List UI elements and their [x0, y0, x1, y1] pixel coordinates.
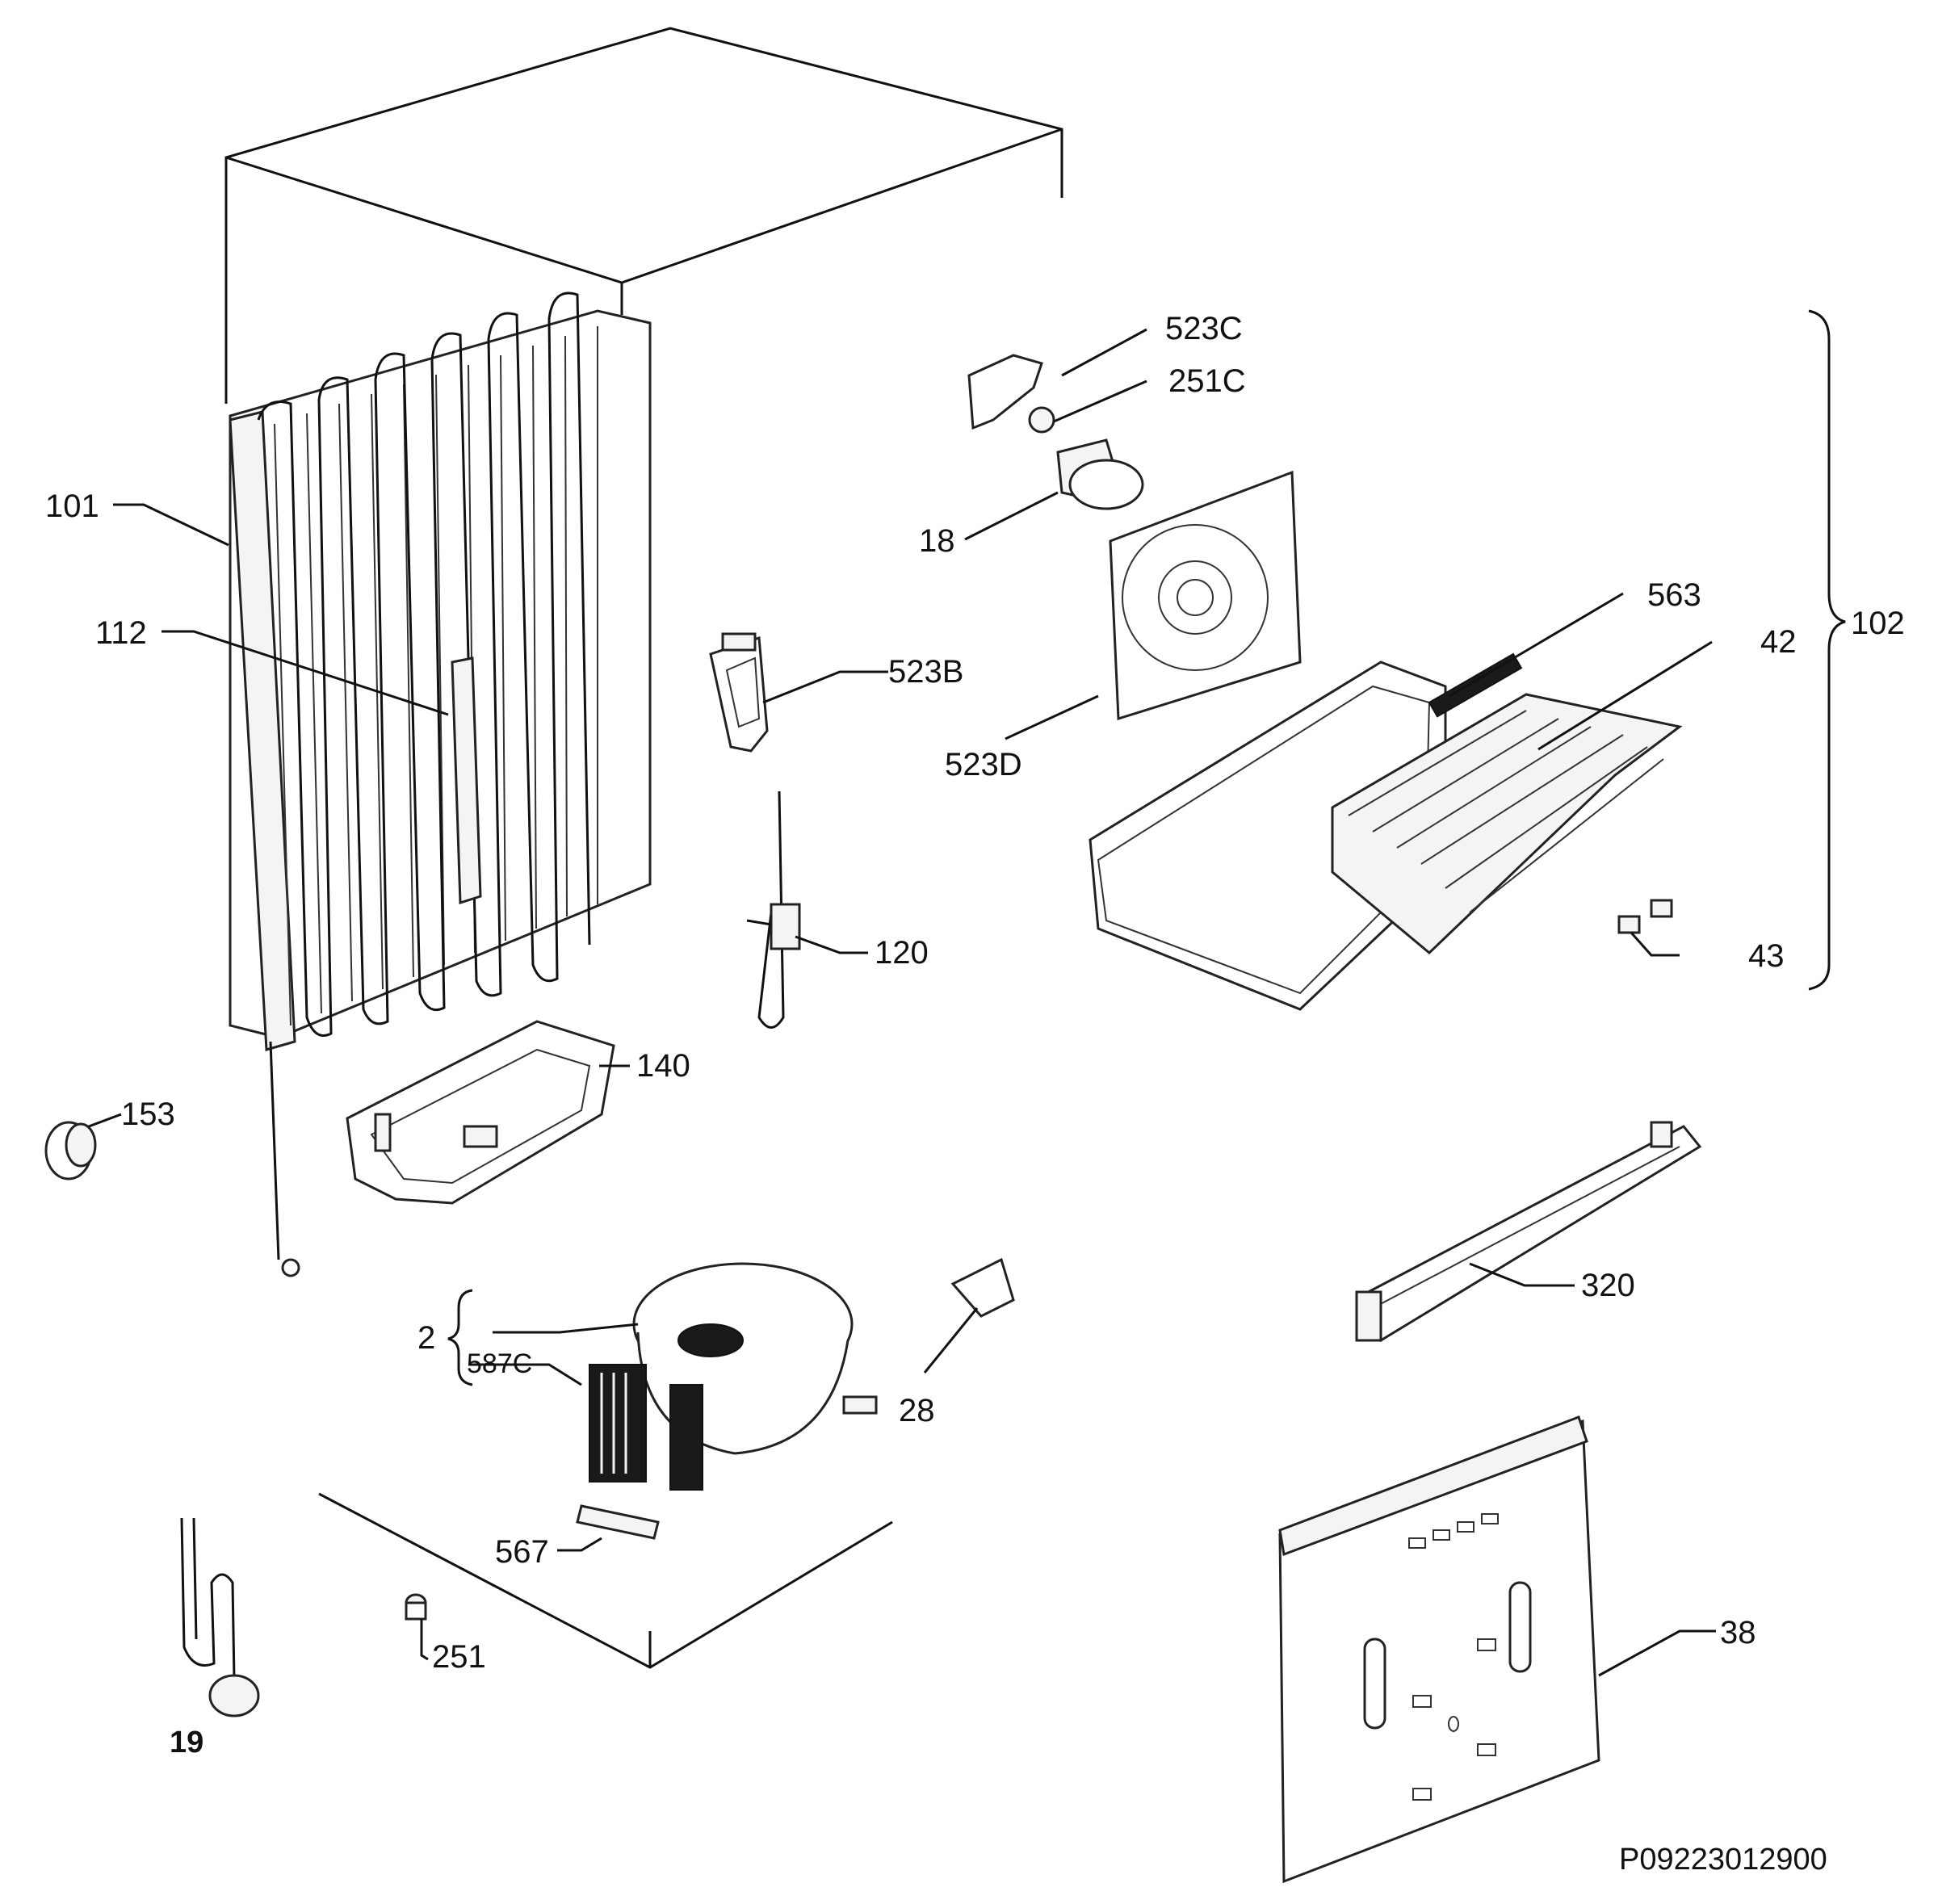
label-102: 102: [1851, 606, 1905, 641]
label-120: 120: [875, 935, 929, 971]
clip-523b-part: [709, 632, 769, 753]
label-112: 112: [95, 615, 147, 651]
label-251: 251: [432, 1639, 486, 1675]
cabinet-outline: [224, 27, 1063, 1669]
rail-320-part: [1355, 1121, 1702, 1343]
fan-group: [967, 354, 1302, 721]
label-587c: 587C: [467, 1348, 532, 1379]
drip-tray-part: [346, 1020, 615, 1205]
label-320: 320: [1581, 1268, 1635, 1303]
leader-lines: [88, 328, 1716, 1677]
label-43: 43: [1748, 938, 1785, 974]
plate-567: [576, 1504, 660, 1540]
condenser-part: [229, 291, 652, 1277]
reference-code: P09223012900: [1619, 1843, 1827, 1877]
label-28: 28: [899, 1393, 935, 1428]
label-18: 18: [919, 523, 955, 559]
brace-2: [447, 1289, 473, 1386]
label-523c: 523C: [1165, 311, 1243, 346]
part-28: [950, 1257, 1015, 1318]
bracket-102: [1808, 309, 1846, 991]
label-140: 140: [636, 1048, 690, 1084]
label-567: 567: [495, 1534, 549, 1570]
label-523d: 523D: [945, 747, 1022, 782]
evaporator-assembly: [1089, 652, 1683, 1011]
label-523b: 523B: [888, 654, 963, 690]
part-120: [746, 791, 801, 1029]
label-19: 19: [170, 1726, 203, 1759]
cable-19: [180, 1517, 260, 1717]
part-153: [44, 1121, 97, 1181]
label-101: 101: [45, 489, 99, 524]
foot-251: [405, 1593, 427, 1621]
label-251c: 251C: [1168, 363, 1246, 399]
label-563: 563: [1647, 577, 1701, 613]
label-2: 2: [417, 1320, 435, 1356]
panel-38-part: [1278, 1415, 1600, 1884]
callout-labels: 101 112 153 140 120 523B 523C 251C 18 52…: [45, 311, 1905, 1877]
label-38: 38: [1720, 1615, 1756, 1650]
label-153: 153: [121, 1097, 175, 1132]
compressor-part: [589, 1262, 878, 1491]
label-42: 42: [1760, 624, 1797, 660]
